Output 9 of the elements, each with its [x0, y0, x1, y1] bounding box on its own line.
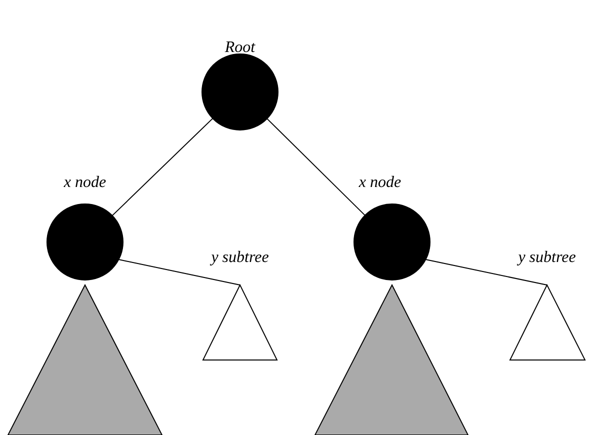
node-label: y subtree: [211, 248, 269, 268]
connector-line: [118, 259, 240, 286]
connector-line: [425, 259, 548, 286]
connector-line: [266, 118, 366, 216]
node-label: y subtree: [518, 248, 576, 268]
node-label: x node: [358, 173, 402, 193]
node-label: x node: [64, 173, 106, 193]
connector-line: [112, 118, 214, 216]
node-label: Root: [224, 38, 256, 58]
